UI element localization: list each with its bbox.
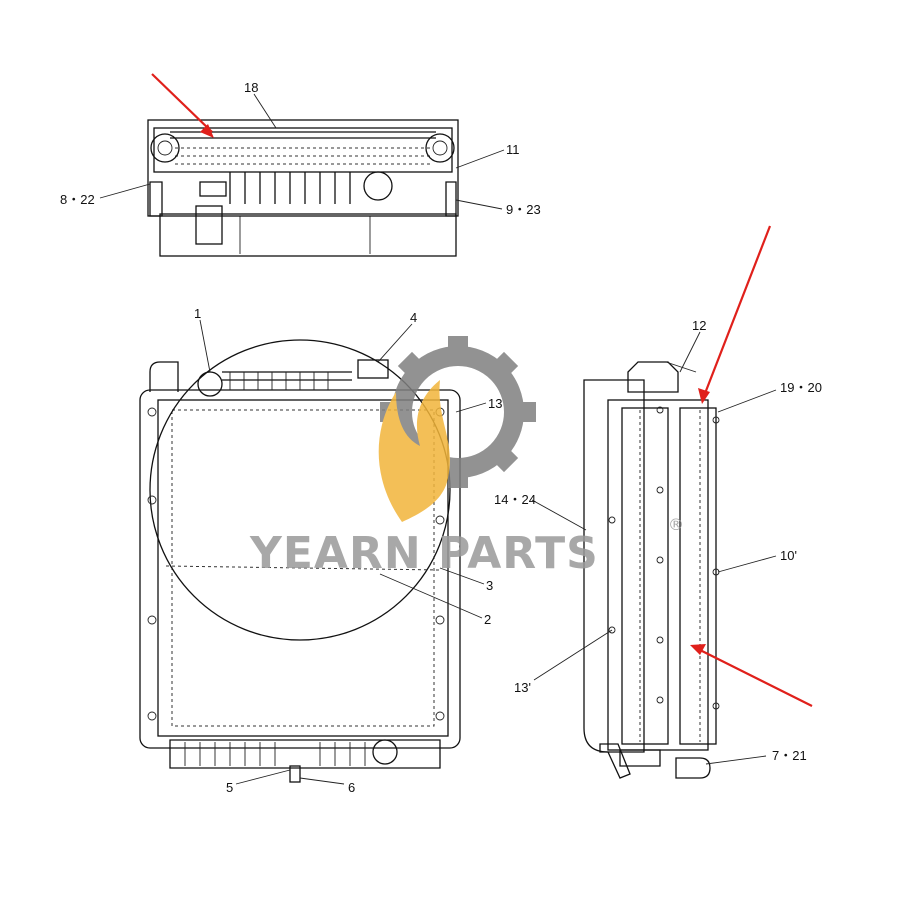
callout-4: 4 bbox=[410, 310, 417, 325]
callout-3: 3 bbox=[486, 578, 493, 593]
callout-2: 2 bbox=[484, 612, 491, 627]
red-arrowhead-side-lower bbox=[690, 644, 706, 655]
red-arrow-side-lower bbox=[695, 647, 813, 707]
callout-12: 12 bbox=[692, 318, 706, 333]
red-arrowhead-side-upper bbox=[698, 388, 710, 404]
callout-13-side: 13' bbox=[514, 680, 531, 695]
brand-watermark: YEARN PARTS ® bbox=[249, 336, 684, 579]
callout-10: 10' bbox=[780, 548, 797, 563]
red-arrow-side-upper bbox=[702, 225, 772, 397]
callout-1: 1 bbox=[194, 306, 201, 321]
callout-6: 6 bbox=[348, 780, 355, 795]
highlight-arrows bbox=[151, 73, 813, 707]
callout-19-20: 19・20 bbox=[780, 380, 822, 395]
callout-7-21: 7・21 bbox=[772, 748, 807, 763]
callout-13-front: 13 bbox=[488, 396, 502, 411]
callout-9-23: 9・23 bbox=[506, 202, 541, 217]
red-arrowhead-top bbox=[200, 124, 214, 138]
callout-labels: 18 11 8・22 9・23 1 4 13 14・24 3 2 5 6 12 … bbox=[60, 80, 822, 795]
red-arrow-top bbox=[151, 73, 213, 133]
callout-8-22: 8・22 bbox=[60, 192, 95, 207]
callout-14-24: 14・24 bbox=[494, 492, 536, 507]
callout-18: 18 bbox=[244, 80, 258, 95]
callout-11: 11 bbox=[506, 142, 520, 157]
registered-mark: ® bbox=[668, 515, 684, 534]
radiator-side-view bbox=[583, 361, 720, 779]
radiator-top-view bbox=[147, 119, 459, 257]
callout-5: 5 bbox=[226, 780, 233, 795]
flame-icon bbox=[378, 380, 450, 522]
brand-text: YEARN PARTS bbox=[249, 528, 599, 579]
leader-lines bbox=[99, 93, 777, 785]
